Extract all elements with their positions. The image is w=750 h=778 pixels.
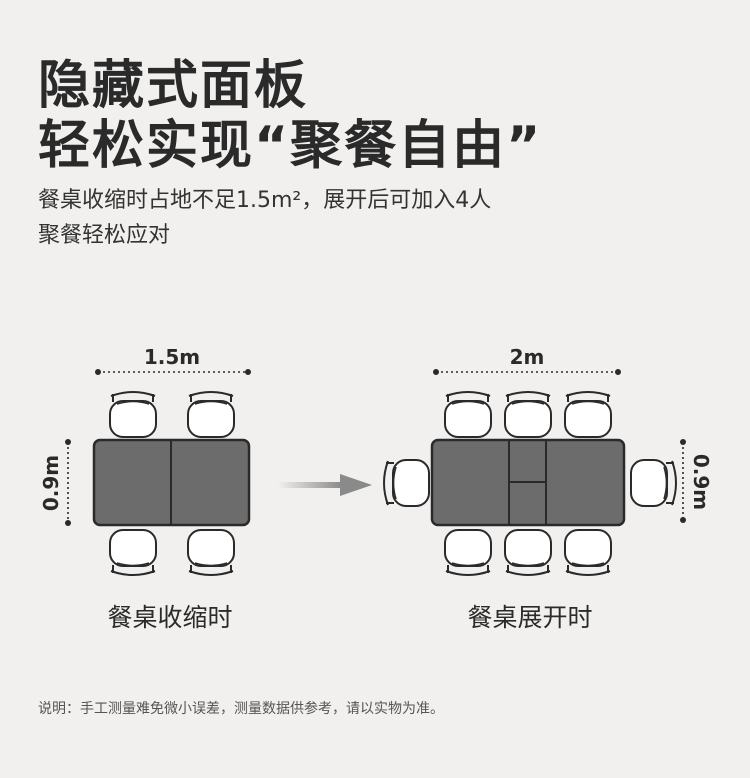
chair-icon (383, 459, 430, 507)
expanded-depth-label: 0.9m (689, 454, 713, 510)
chair-icon (444, 391, 492, 438)
collapsed-width-label: 1.5m (144, 345, 200, 369)
chair-icon (109, 529, 157, 576)
subtitle-line-2: 聚餐轻松应对 (38, 223, 171, 248)
collapsed-caption: 餐桌收缩时 (107, 603, 233, 632)
expanded-dimension-depth (680, 439, 686, 523)
transition-arrow-icon (278, 474, 372, 496)
expanded-table (430, 438, 626, 527)
chair-icon (444, 529, 492, 576)
chair-icon (109, 391, 157, 438)
chair-icon (504, 391, 552, 438)
disclaimer-note: 说明：手工测量难免微小误差，测量数据供参考，请以实物为准。 (38, 701, 444, 717)
expanded-caption: 餐桌展开时 (467, 603, 593, 632)
subtitle-line-1: 餐桌收缩时占地不足1.5m²，展开后可加入4人 (38, 188, 492, 213)
chair-icon (504, 529, 552, 576)
chair-icon (187, 529, 235, 576)
chair-icon (564, 529, 612, 576)
expanded-dimension-width (433, 369, 621, 375)
headline-line-1: 隐藏式面板 (38, 56, 309, 116)
collapsed-dimension-depth (65, 439, 71, 526)
collapsed-table (92, 438, 251, 527)
expanded-width-label: 2m (510, 345, 545, 369)
collapsed-dimension-width (95, 369, 251, 375)
chair-icon (564, 391, 612, 438)
headline-line-2: 轻松实现“聚餐自由” (38, 116, 543, 176)
chair-icon (630, 459, 677, 507)
collapsed-depth-label: 0.9m (39, 455, 63, 511)
chair-icon (187, 391, 235, 438)
